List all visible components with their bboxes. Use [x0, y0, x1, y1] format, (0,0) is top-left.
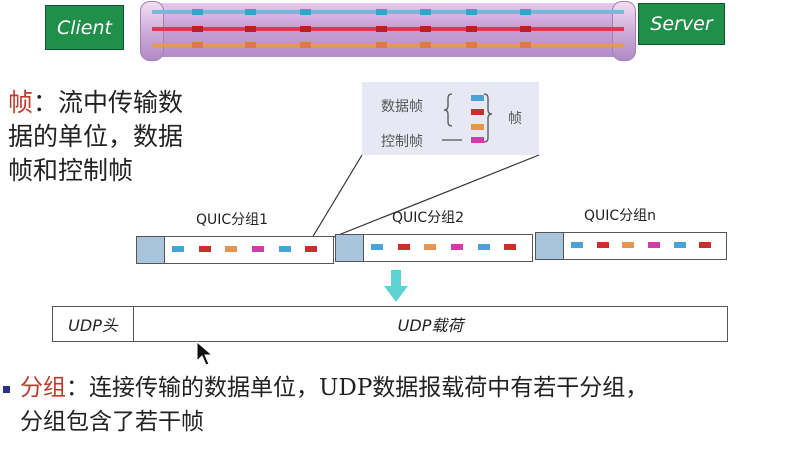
tube-frame-mark	[520, 42, 531, 48]
udp-datagram: UDP头 UDP载荷	[52, 306, 728, 342]
quic-frame-mark	[596, 242, 609, 248]
tube-frame-mark	[520, 9, 531, 15]
frame-definition: 帧：流中传输数 据的单位，数据 帧和控制帧	[8, 86, 238, 188]
tube-stream-line	[152, 27, 624, 31]
server-label: Server	[638, 3, 725, 45]
tube-frame-mark	[192, 26, 203, 32]
tube-frame-mark	[192, 9, 203, 15]
quic-frame-mark	[172, 246, 184, 252]
frame-term: 帧	[8, 88, 34, 117]
packet-definition-line-2: 分组包含了若干帧	[20, 409, 204, 435]
quic-packet-header	[137, 237, 165, 263]
tube-frame-mark	[420, 42, 431, 48]
tube-frame-mark	[420, 9, 431, 15]
tube-frame-mark	[300, 26, 311, 32]
down-arrow-icon	[384, 270, 408, 302]
tube-frame-mark	[376, 9, 387, 15]
legend-control-frame-mark	[471, 137, 484, 143]
frame-definition-line-2: 据的单位，数据	[8, 122, 184, 151]
quic-frame-mark	[424, 244, 437, 250]
legend-data-frame-label: 数据帧	[381, 99, 423, 115]
udp-payload-label: UDP载荷	[397, 316, 464, 335]
packet-definition-line-1: 分组：连接传输的数据单位，UDP数据报载荷中有若干分组，	[20, 371, 785, 405]
tube-frame-mark	[420, 26, 431, 32]
quic-packet	[136, 236, 334, 264]
quic-frame-mark	[305, 246, 318, 252]
packet-definition-line-1-rest: ：连接传输的数据单位，UDP数据报载荷中有若干分组，	[66, 375, 649, 401]
quic-packet-title: QUIC分组n	[584, 208, 657, 224]
tube-frame-mark	[376, 26, 387, 32]
quic-frame-mark	[504, 244, 517, 250]
tube-stream-line	[152, 10, 624, 14]
quic-frame-mark	[198, 246, 211, 252]
quic-packet-title: QUIC分组1	[196, 212, 269, 228]
tube-frame-mark	[466, 42, 477, 48]
tube-frame-mark	[245, 42, 256, 48]
tube-frame-mark	[466, 26, 477, 32]
quic-frame-mark	[477, 244, 490, 250]
frame-definition-line-1-rest: ：流中传输数	[33, 88, 184, 117]
bullet-icon	[3, 386, 10, 393]
quic-packet	[335, 234, 533, 262]
udp-header-cell: UDP头	[53, 307, 134, 341]
udp-payload-cell: UDP载荷	[134, 307, 727, 341]
tube-frame-mark	[300, 42, 311, 48]
frame-definition-line-3: 帧和控制帧	[8, 156, 134, 185]
quic-frame-mark	[673, 242, 686, 248]
quic-frame-mark	[571, 242, 583, 248]
quic-frame-mark	[225, 246, 238, 252]
quic-packet	[535, 232, 727, 260]
quic-frame-mark	[371, 244, 383, 250]
tube-frame-mark	[192, 42, 203, 48]
mouse-cursor-icon	[196, 341, 214, 366]
quic-frame-mark	[451, 244, 463, 250]
packet-definition: 分组：连接传输的数据单位，UDP数据报载荷中有若干分组， 分组包含了若干帧	[20, 371, 785, 439]
tube-frame-mark	[245, 9, 256, 15]
legend-data-frame-mark	[471, 95, 484, 101]
packet-term: 分组	[20, 375, 66, 401]
quic-packet-title: QUIC分组2	[392, 210, 465, 226]
legend-data-frame-mark	[471, 124, 484, 130]
quic-frame-mark	[699, 242, 712, 248]
tube-stream-line	[152, 43, 624, 47]
quic-frame-mark	[278, 246, 291, 252]
quic-packet-header	[536, 233, 564, 259]
tube-frame-mark	[466, 9, 477, 15]
legend-data-frame-mark	[471, 109, 484, 115]
quic-frame-mark	[648, 242, 660, 248]
legend-brackets	[442, 93, 493, 143]
client-label: Client	[45, 5, 124, 50]
frame-definition-line-1: 帧：流中传输数	[8, 86, 238, 120]
tube-frame-mark	[245, 26, 256, 32]
legend-frame-label: 帧	[508, 111, 522, 127]
client-label-text: Client	[56, 16, 112, 39]
quic-frame-mark	[397, 244, 410, 250]
tube-frame-mark	[300, 9, 311, 15]
quic-frame-mark	[252, 246, 264, 252]
quic-packet-header	[336, 235, 364, 261]
legend-control-frame-label: 控制帧	[381, 134, 423, 150]
udp-header-label: UDP头	[68, 316, 118, 335]
tube-frame-mark	[376, 42, 387, 48]
tube-frame-mark	[520, 26, 531, 32]
quic-frame-mark	[622, 242, 635, 248]
server-label-text: Server	[650, 13, 713, 35]
